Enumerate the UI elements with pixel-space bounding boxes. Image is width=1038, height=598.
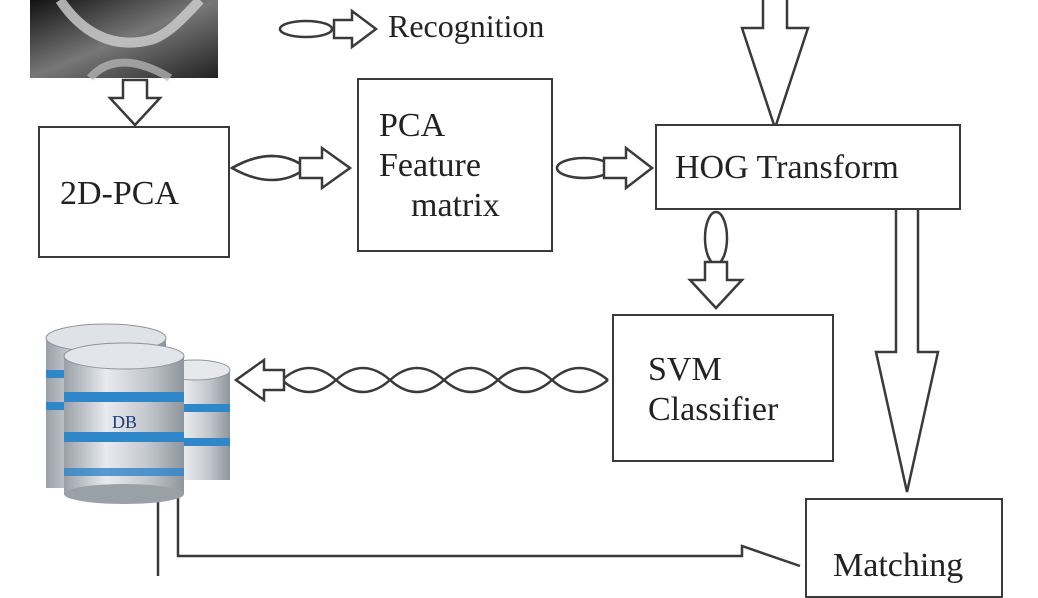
node-pca-feature-line-2: Feature — [379, 147, 481, 184]
connector-svm-to-db — [233, 357, 609, 403]
node-pca-feature-line-1: PCA — [379, 107, 446, 144]
diagram-canvas — [30, 0, 940, 576]
node-hog-transform: HOG Transform — [655, 124, 961, 210]
node-svm-classifier: SVM Classifier — [612, 314, 834, 462]
node-svm-line-1: SVM — [648, 351, 722, 388]
node-pca-feature-line-3: matrix — [411, 187, 500, 224]
node-pca-feature-matrix: PCA Feature matrix — [357, 78, 553, 252]
node-svm-line-2: Classifier — [648, 391, 779, 428]
db-label: DB — [112, 412, 138, 432]
input-image — [30, 0, 218, 82]
legend-recognition-connector — [278, 8, 379, 50]
arrow-image-to-2dpca — [107, 78, 163, 127]
node-matching-label: Matching — [833, 547, 964, 584]
legend-recognition-label: Recognition — [388, 8, 545, 44]
node-2d-pca-label: 2D-PCA — [60, 175, 180, 212]
node-matching: Matching — [805, 498, 1003, 598]
connector-db-to-matching — [156, 488, 801, 576]
arrow-into-hog — [740, 0, 810, 132]
connector-hog-to-svm — [687, 210, 745, 310]
node-2d-pca: 2D-PCA — [38, 126, 230, 258]
arrow-hog-to-matching — [874, 206, 940, 493]
connector-pca-feature-to-hog — [555, 145, 655, 191]
node-hog-transform-label: HOG Transform — [675, 149, 899, 186]
connector-2dpca-to-pca-feature — [229, 145, 353, 191]
db-icon — [45, 323, 231, 504]
